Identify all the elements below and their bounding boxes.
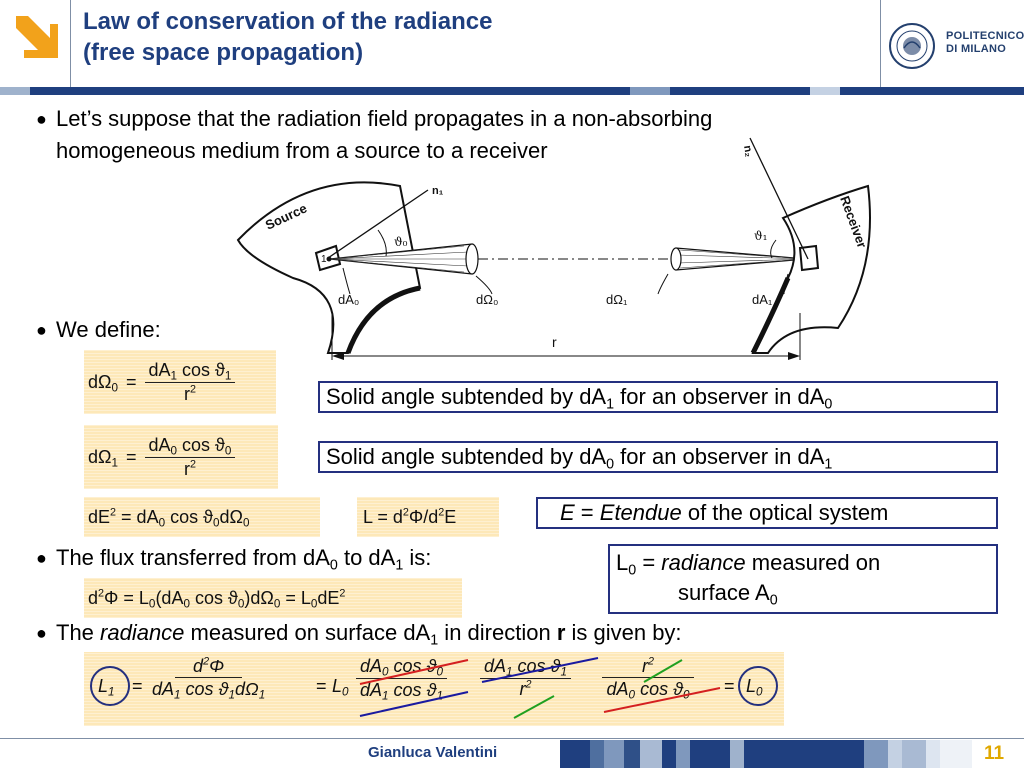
bullet-item: ● The radiance measured on surface dA1 i… <box>36 617 682 649</box>
formula-etendue-dE2: dE2 = dA0 cos ϑ0dΩ0 <box>84 497 320 537</box>
theta1-label: ϑ₁ <box>754 229 767 243</box>
dOmega1-label: dΩ₁ <box>606 292 628 307</box>
normal-n1-label: n₁ <box>432 185 444 197</box>
arrow-logo-icon <box>0 0 70 88</box>
note-radiance: L0 = radiance measured on surface A0 <box>608 544 998 614</box>
bullet-item: ● The flux transferred from dA0 to dA1 i… <box>36 542 431 574</box>
university-name: POLITECNICO DI MILANO <box>946 30 1024 55</box>
theta0-label: ϑ₀ <box>394 235 408 249</box>
formula-L-ratio: L = d2Φ/d2E <box>357 497 499 537</box>
bullet-text: We define: <box>56 317 161 342</box>
slide-title: Law of conservation of the radiance (fre… <box>83 8 493 66</box>
formula-flux: d2Φ = L0(dA0 cos ϑ0)dΩ0 = L0dE2 <box>84 578 462 618</box>
point1-label: 1 <box>321 254 327 265</box>
source-receiver-diagram: Source n₁ ϑ₀ 1 2 Receiver n₂ ϑ₁ dA₀ dΩ₀ … <box>236 137 871 360</box>
bullet-marker: ● <box>36 320 47 340</box>
footer-color-bar <box>560 740 972 768</box>
bullet-item: ● We define: <box>36 314 161 346</box>
page-number: 11 <box>984 743 1005 764</box>
bullet-marker: ● <box>36 623 47 643</box>
note-solid-angle-1: Solid angle subtended by dA1 for an obse… <box>318 381 998 413</box>
dA0-label: dA₀ <box>338 292 359 307</box>
bullet-text: Let’s suppose that the radiation field p… <box>56 106 713 163</box>
university-seal-icon <box>889 23 935 69</box>
bullet-marker: ● <box>36 548 47 568</box>
normal-n2-label: n₂ <box>741 144 755 158</box>
slide-header: Law of conservation of the radiance (fre… <box>0 0 1024 88</box>
bullet-item: ● Let’s suppose that the radiation field… <box>36 103 916 167</box>
note-etendue: E = Etendue of the optical system <box>536 497 998 529</box>
bullet-text: The radiance measured on surface dA1 in … <box>56 620 682 649</box>
bullet-marker: ● <box>36 109 47 129</box>
footer-divider <box>0 738 1024 739</box>
note-solid-angle-2: Solid angle subtended by dA0 for an obse… <box>318 441 998 473</box>
footer-author: Gianluca Valentini <box>368 744 498 761</box>
header-divider <box>0 87 1024 95</box>
dA1-label: dA₁ <box>752 292 773 307</box>
distance-r-label: r <box>552 334 557 350</box>
bullet-text: The flux transferred from dA0 to dA1 is: <box>56 545 432 574</box>
dOmega0-label: dΩ₀ <box>476 292 498 307</box>
